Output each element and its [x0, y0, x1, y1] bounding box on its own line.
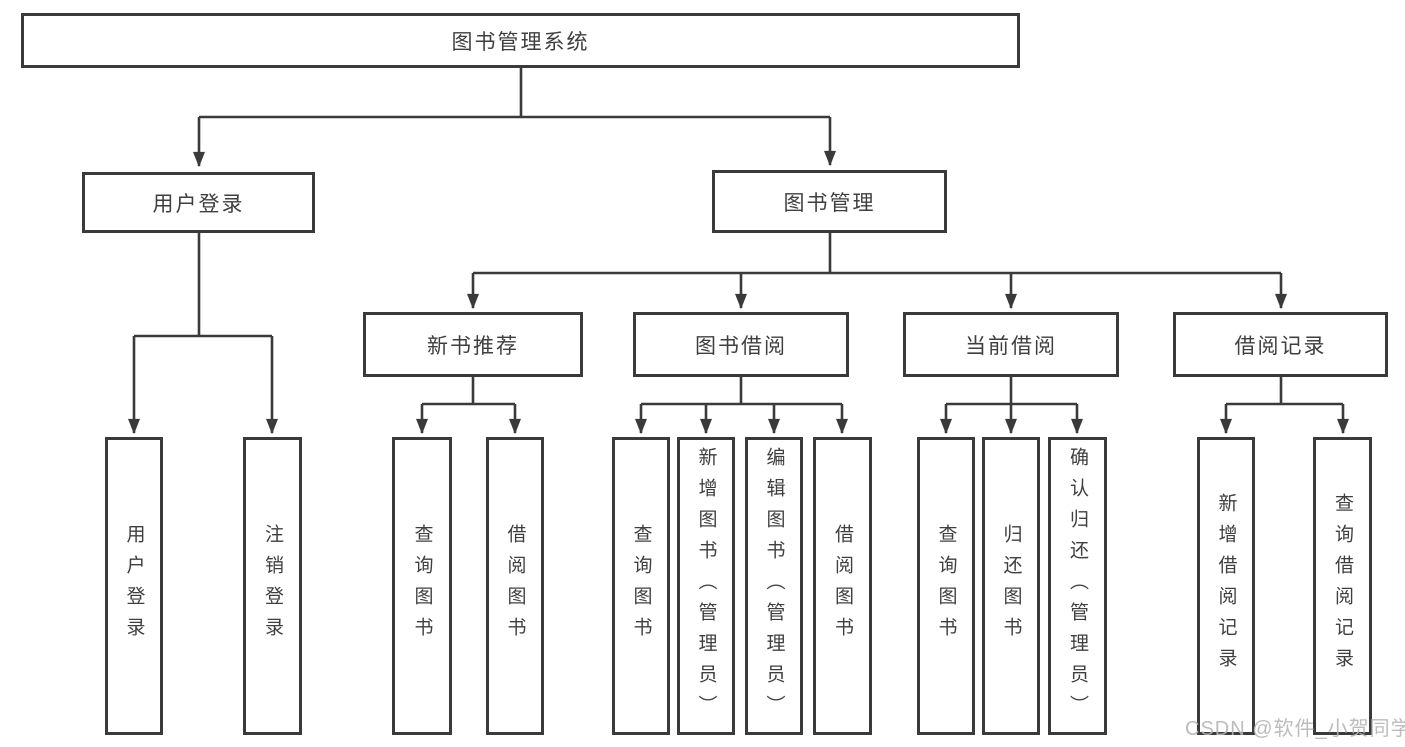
node-new-book-recommend: 新书推荐 — [363, 312, 583, 377]
node-user-login: 用户登录 — [82, 172, 315, 233]
node-label: 新书推荐 — [427, 334, 519, 358]
leaf-label: 查询图书 — [935, 524, 957, 648]
node-label: 当前借阅 — [965, 334, 1057, 358]
leaf-return-books: 归还图书 — [982, 437, 1040, 735]
leaf-label: 编辑图书（管理员） — [763, 446, 785, 726]
leaf-query-books-current: 查询图书 — [917, 437, 975, 735]
leaf-label: 注销登录 — [262, 524, 283, 648]
leaf-label: 新增图书（管理员） — [695, 446, 717, 726]
leaf-label: 查询借阅记录 — [1332, 493, 1353, 679]
node-borrow-records: 借阅记录 — [1173, 312, 1388, 377]
node-book-management: 图书管理 — [712, 170, 947, 233]
leaf-user-login: 用户登录 — [105, 437, 163, 735]
leaf-query-books-borrow: 查询图书 — [612, 437, 670, 735]
leaf-edit-books-admin: 编辑图书（管理员） — [745, 437, 803, 735]
leaf-label: 借阅图书 — [504, 524, 526, 648]
node-current-borrow: 当前借阅 — [903, 312, 1119, 377]
csdn-watermark: CSDN @软件_小贺同学 — [1185, 718, 1405, 740]
leaf-add-borrow-record: 新增借阅记录 — [1197, 437, 1255, 735]
leaf-logout: 注销登录 — [243, 437, 302, 735]
node-label: 图书管理 — [783, 191, 876, 215]
leaf-query-borrow-record: 查询借阅记录 — [1313, 437, 1372, 735]
leaf-label: 查询图书 — [630, 524, 652, 648]
leaf-add-books-admin: 新增图书（管理员） — [677, 437, 735, 735]
leaf-label: 借阅图书 — [832, 524, 853, 648]
node-root-library-system: 图书管理系统 — [21, 13, 1020, 68]
node-label: 用户登录 — [152, 192, 245, 216]
leaf-label: 确认归还（管理员） — [1067, 446, 1088, 726]
node-label: 图书借阅 — [695, 334, 787, 358]
leaf-confirm-return-admin: 确认归还（管理员） — [1048, 437, 1107, 735]
leaf-label: 归还图书 — [1000, 524, 1022, 648]
node-book-borrow: 图书借阅 — [633, 312, 849, 377]
leaf-label: 查询图书 — [411, 524, 433, 648]
node-label: 图书管理系统 — [451, 30, 590, 54]
leaf-query-books-recommend: 查询图书 — [392, 437, 452, 735]
node-label: 借阅记录 — [1234, 334, 1327, 358]
leaf-borrow-books-recommend: 借阅图书 — [486, 437, 544, 735]
leaf-label: 新增借阅记录 — [1215, 493, 1237, 679]
leaf-borrow-books: 借阅图书 — [813, 437, 872, 735]
leaf-label: 用户登录 — [123, 524, 145, 648]
